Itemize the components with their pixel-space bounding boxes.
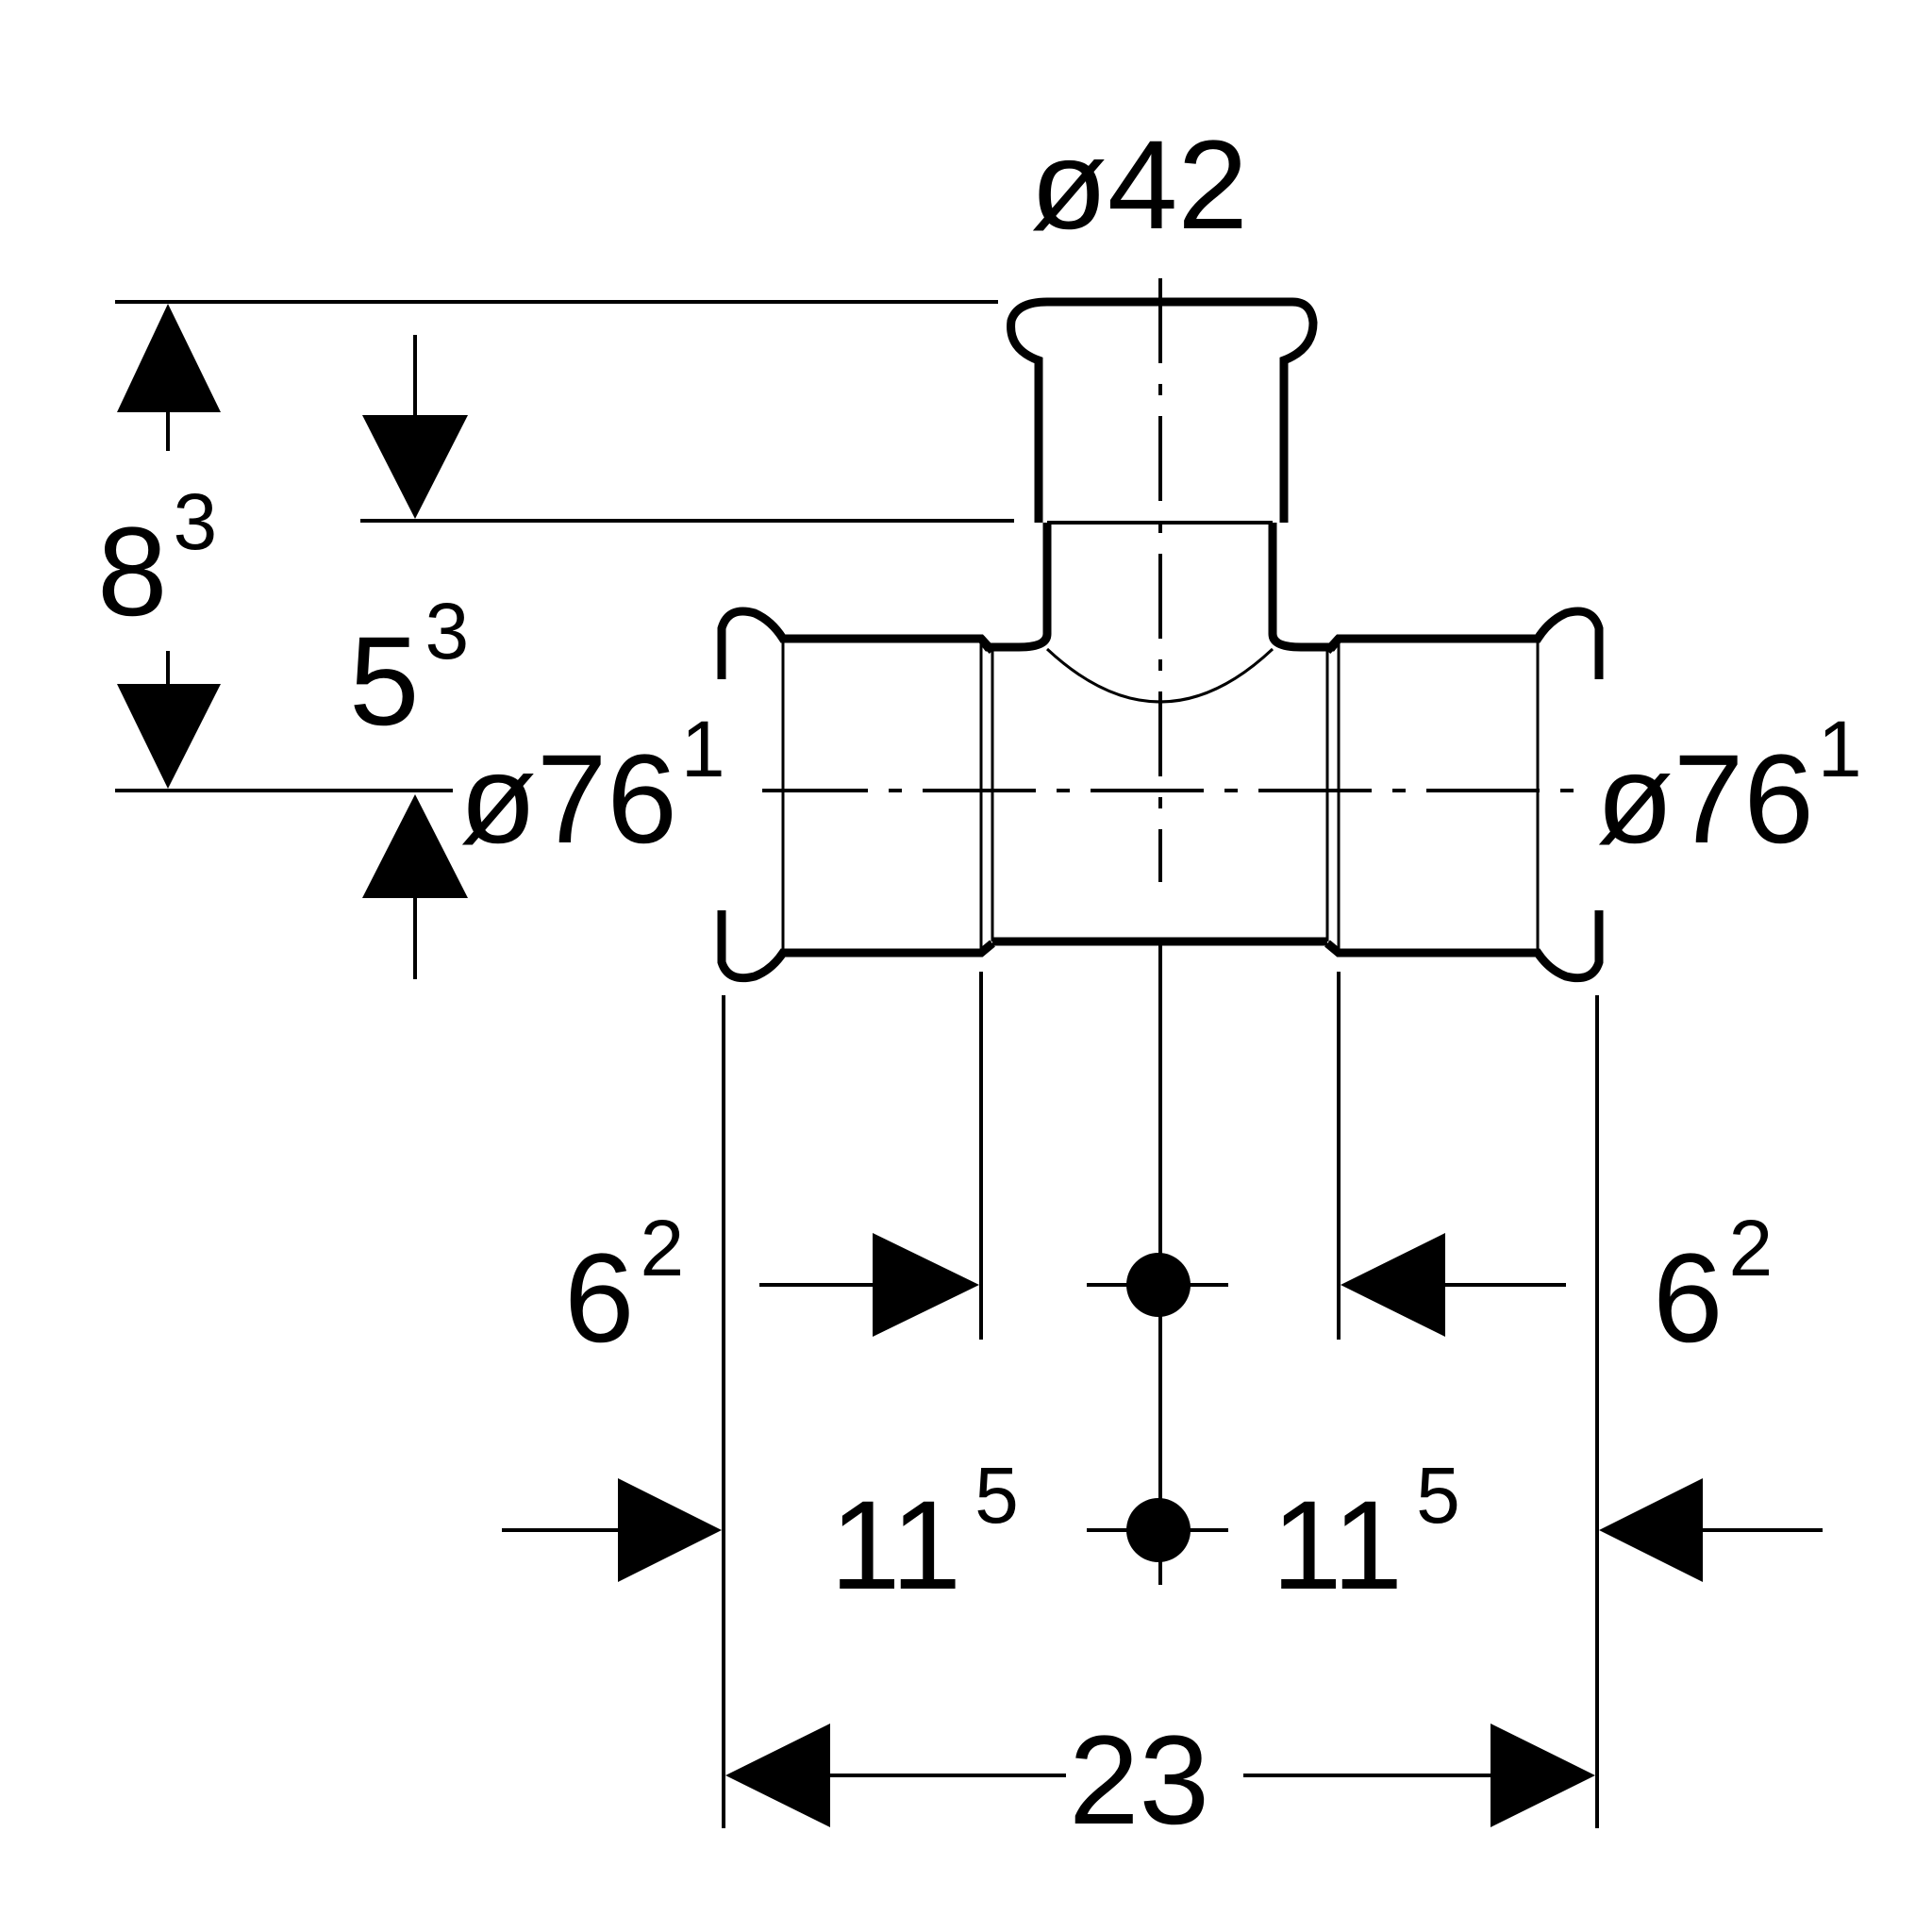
label-bg-right-diameter	[1604, 745, 1906, 857]
tee-fitting	[717, 297, 1604, 983]
center-dot-upper	[1126, 1253, 1191, 1317]
top-branch-stem-right	[1268, 523, 1342, 652]
top-branch-socket	[1007, 297, 1318, 523]
center-dot-lower	[1126, 1498, 1191, 1562]
height-dimensions	[115, 300, 1014, 979]
label-overall-width: 23	[1069, 1710, 1209, 1851]
arrow-up-total	[117, 304, 221, 412]
arrow-left-socket-right	[1341, 1233, 1445, 1337]
label-socket-right: 62	[1653, 1204, 1773, 1369]
arrow-down-branch	[362, 415, 468, 519]
top-branch-stem	[977, 523, 1052, 652]
left-socket	[717, 607, 996, 983]
arrow-right-socket-left	[873, 1233, 979, 1337]
label-right-diameter: ø761	[1596, 705, 1862, 870]
label-height-total: 83	[97, 477, 217, 642]
arrow-left-overall	[725, 1724, 830, 1827]
width-dimensions	[502, 945, 1823, 1828]
label-top-diameter: ø42	[1030, 115, 1248, 256]
label-bg-left-diameter	[464, 745, 762, 857]
arrow-down-total	[117, 684, 221, 789]
label-left-diameter: ø761	[459, 705, 725, 870]
label-height-branch: 53	[349, 587, 469, 752]
label-socket-left: 62	[564, 1204, 684, 1369]
arrow-right-overall	[1491, 1724, 1595, 1827]
arrow-up-branch	[362, 794, 468, 898]
arrow-left-half-right	[1599, 1478, 1703, 1582]
right-socket	[1324, 607, 1604, 983]
arrow-right-half-left	[618, 1478, 722, 1582]
